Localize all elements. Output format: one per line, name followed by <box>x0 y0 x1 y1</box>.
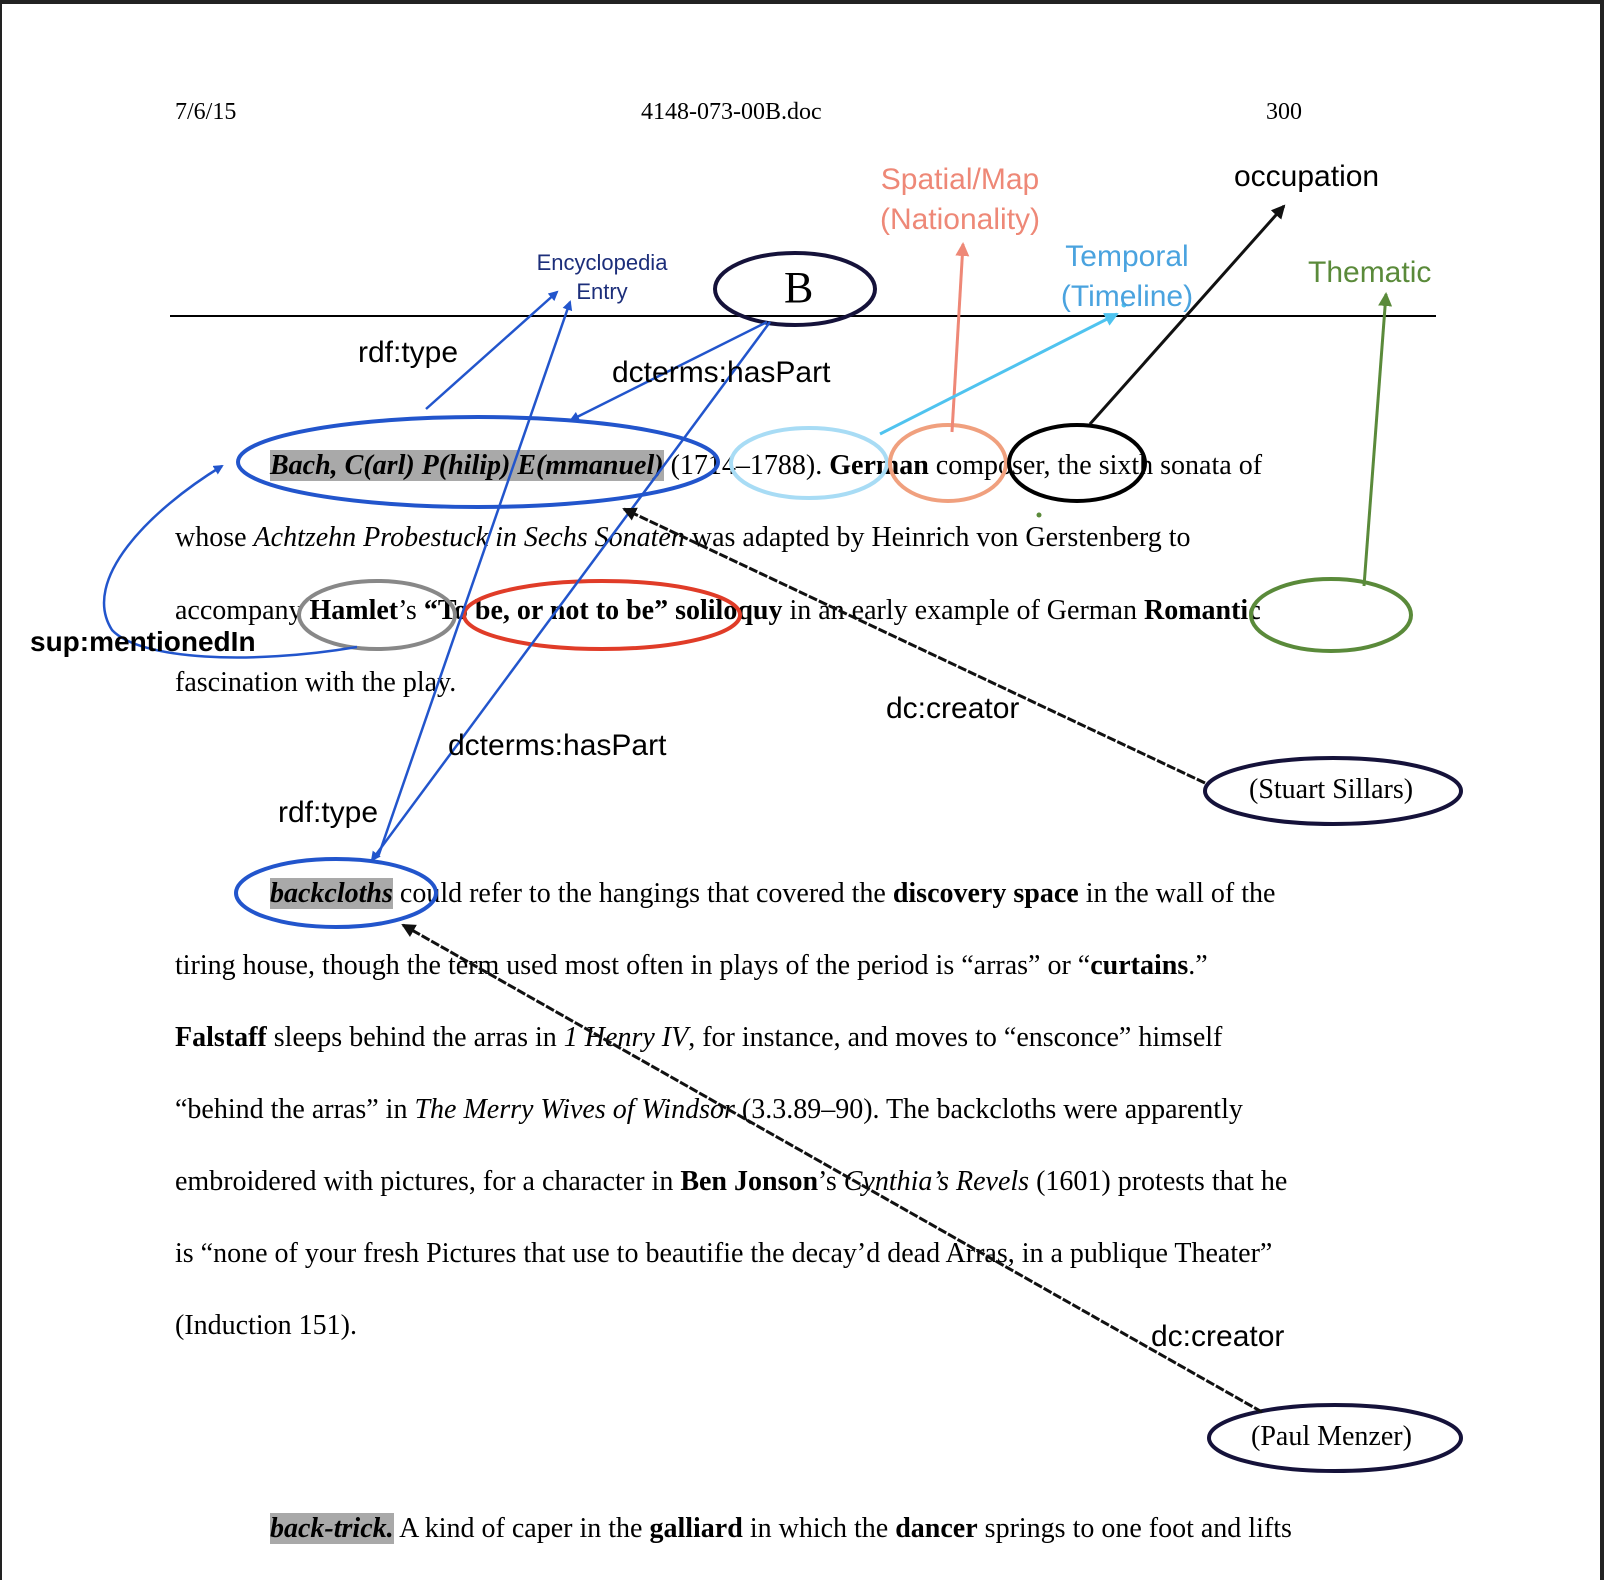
entry2-line3: Falstaff sleeps behind the arras in 1 He… <box>175 1018 1222 1058</box>
dc-creator-label-1: dc:creator <box>886 692 1020 725</box>
spatial-label-line: (Nationality) <box>879 203 1041 236</box>
temporal-label-line: Temporal <box>1065 240 1189 273</box>
entry2-line2: tiring house, though the term used most … <box>175 946 1208 986</box>
window-right-border <box>1600 0 1604 1580</box>
entry1-nationality: German <box>829 450 929 481</box>
entry3-text: A kind of caper in the <box>393 1513 650 1544</box>
window-left-border <box>0 0 2 1580</box>
rdf-type-arrow-2 <box>376 300 573 858</box>
thematic-arrow <box>1362 292 1393 587</box>
encyclopedia-label-line: Encyclopedia <box>536 250 668 275</box>
entry2-discovery-space: discovery space <box>892 878 1079 909</box>
temporal-label-line: (Timeline) <box>1060 280 1194 313</box>
dot-marker <box>1036 512 1042 518</box>
entry3-dancer: dancer <box>895 1513 978 1544</box>
entry1-text: accompany <box>175 595 310 626</box>
entry1-line1: Bach, C(arl) P(hilip) E(mmanuel) (1714–1… <box>270 446 1262 486</box>
window-top-border <box>0 0 1604 4</box>
stuart-sillars-label: (Stuart Sillars) <box>1249 774 1414 805</box>
entry2-falstaff: Falstaff <box>175 1022 267 1053</box>
entry2-henry-iv: 1 Henry IV <box>563 1022 689 1053</box>
spatial-label-line: Spatial/Map <box>880 163 1040 196</box>
entry1-text: was adapted by Heinrich von Gerstenberg … <box>684 522 1191 553</box>
spatial-map-label: Spatial/Map (Nationality) <box>860 160 1060 240</box>
entry2-text: (1601) protests that he <box>1029 1166 1288 1197</box>
entry1-occupation-text: composer, the sixth sonata of <box>928 450 1263 481</box>
occupation-label: occupation <box>1234 160 1380 193</box>
entry2-text: “behind the arras” in <box>175 1094 415 1125</box>
dcterms-haspart-label-1: dcterms:hasPart <box>612 356 831 389</box>
entry1-line4: fascination with the play. <box>175 667 457 698</box>
timeline-arrow <box>879 312 1119 436</box>
entry2-line5: embroidered with pictures, for a charact… <box>175 1162 1287 1202</box>
entry2-line7: (Induction 151). <box>175 1310 357 1341</box>
entry2-line6: is “none of your fresh Pictures that use… <box>175 1238 1273 1269</box>
romantic-oval <box>1249 577 1413 653</box>
rdf-type-label-2: rdf:type <box>278 796 379 829</box>
dc-creator-label-2: dc:creator <box>1151 1320 1285 1353</box>
entry1-hamlet: Hamlet <box>309 595 399 626</box>
entry1-text: in an early example of German <box>782 595 1144 626</box>
entry1-soliloquy: soliloquy <box>675 595 783 626</box>
entry3-text: springs to one foot and lifts <box>977 1513 1292 1544</box>
entry2-headword: backcloths <box>270 878 393 909</box>
entry2-line1: backcloths could refer to the hangings t… <box>270 874 1275 914</box>
paul-menzer-label: (Paul Menzer) <box>1251 1421 1412 1452</box>
entry2-curtains: curtains <box>1090 950 1189 981</box>
header-filename: 4148-073-00B.doc <box>641 99 822 125</box>
entry2-text: (3.3.89–90). The backcloths were apparen… <box>734 1094 1243 1125</box>
entry1-text: whose <box>175 522 254 553</box>
entry1-work-title: Achtzehn Probestuck in Sechs Sonaten <box>253 522 685 553</box>
header-rule <box>170 315 1436 317</box>
entry2-text: sleeps behind the arras in <box>266 1022 564 1053</box>
entry2-text: could refer to the hangings that covered… <box>392 878 893 909</box>
entry2-text: tiring house, though the term used most … <box>175 950 1091 981</box>
entry3-line1: back-trick. A kind of caper in the galli… <box>270 1509 1292 1549</box>
entry2-text: , for instance, and moves to “ensconce” … <box>688 1022 1223 1053</box>
encyclopedia-entry-label: Encyclopedia Entry <box>532 248 672 306</box>
entry3-galliard: galliard <box>649 1513 743 1544</box>
header-page-number: 300 <box>1266 99 1302 125</box>
entry1-line2: whose Achtzehn Probestuck in Sechs Sonat… <box>175 518 1191 558</box>
entry1-line3: accompany Hamlet’s “To be, or not to be”… <box>175 591 1261 631</box>
nationality-arrow <box>950 242 970 433</box>
entry2-ben-jonson: Ben Jonson <box>680 1166 819 1197</box>
dcterms-haspart-label-2: dcterms:hasPart <box>448 729 667 762</box>
thematic-label: Thematic <box>1308 256 1432 289</box>
entry2-cynthias-revels: Cynthia’s Revels <box>843 1166 1030 1197</box>
entry2-text: ’s <box>818 1166 844 1197</box>
entry2-text: .” <box>1188 950 1208 981</box>
encyclopedia-label-line: Entry <box>576 279 628 304</box>
entry2-line4: “behind the arras” in The Merry Wives of… <box>175 1090 1243 1130</box>
header-date: 7/6/15 <box>175 99 237 125</box>
entry1-romantic: Romantic <box>1143 595 1261 626</box>
temporal-timeline-label: Temporal (Timeline) <box>1050 237 1204 317</box>
rdf-type-label-1: rdf:type <box>358 336 459 369</box>
entry1-text: ’s <box>398 595 424 626</box>
entry2-merry-wives: The Merry Wives of Windsor <box>414 1094 735 1125</box>
entry1-headword: Bach, C(arl) P(hilip) E(mmanuel) <box>270 450 664 481</box>
entry2-text: in the wall of the <box>1078 878 1276 909</box>
sup-mentionedin-label: sup:mentionedIn <box>30 626 256 657</box>
entry1-dates: (1714–1788). <box>663 450 830 481</box>
entry1-quote: “To be, or not to be” <box>423 595 669 626</box>
entry3-text: in which the <box>742 1513 896 1544</box>
b-node-label: B <box>784 263 814 312</box>
entry3-headword: back-trick. <box>270 1513 394 1544</box>
entry2-text: embroidered with pictures, for a charact… <box>175 1166 681 1197</box>
